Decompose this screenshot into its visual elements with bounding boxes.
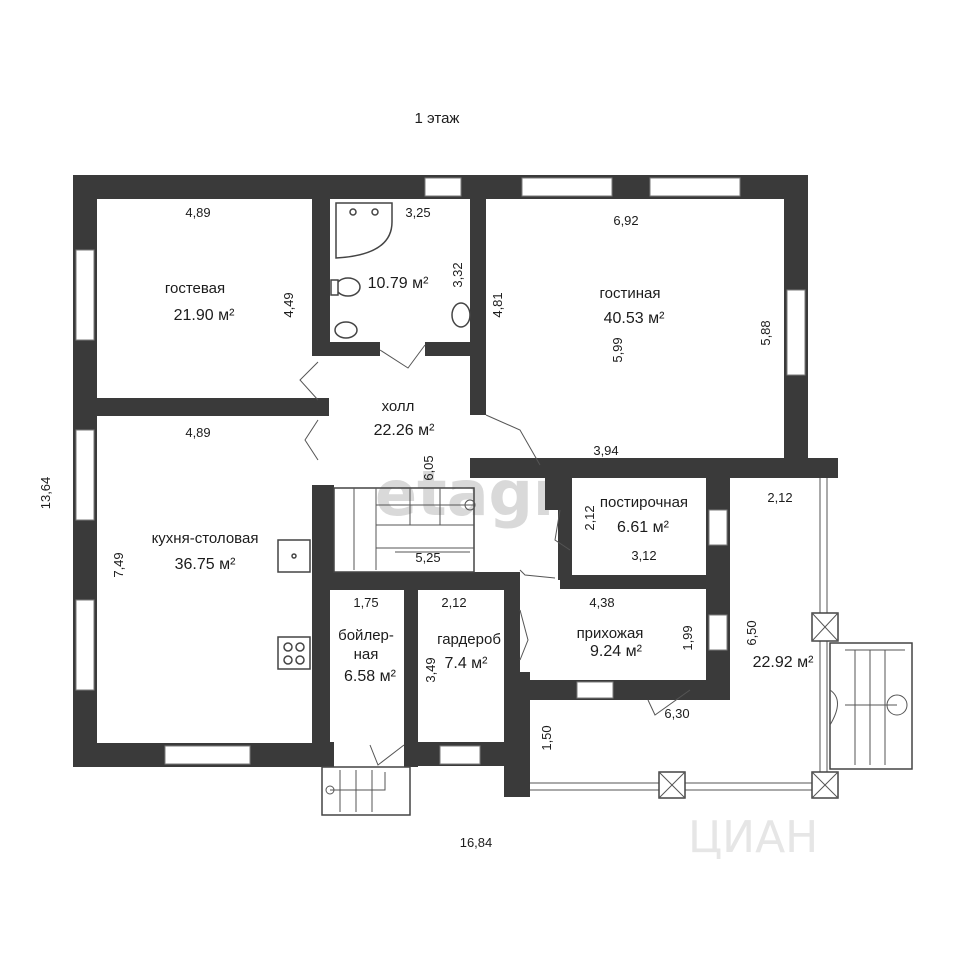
- floor-title: 1 этаж: [415, 110, 460, 127]
- guest-height: 4,49: [281, 292, 296, 317]
- living-bottom-dim: 3,94: [593, 443, 618, 458]
- kitchen-name: кухня-столовая: [152, 530, 259, 547]
- laundry-area: 6.61 м²: [617, 519, 670, 536]
- bath-width: 3,25: [405, 205, 430, 220]
- hall-vertical-dim: 6,05: [421, 455, 436, 480]
- kitchen-height: 7,49: [111, 552, 126, 577]
- overall-width: 16,84: [460, 835, 493, 850]
- laundry-width: 3,12: [631, 548, 656, 563]
- overall-height: 13,64: [38, 477, 53, 510]
- kitchen-area: 36.75 м²: [175, 556, 236, 573]
- hall-area: 22.26 м²: [374, 422, 435, 439]
- living-area: 40.53 м²: [604, 310, 665, 327]
- entry-name: прихожая: [577, 625, 644, 642]
- wardrobe-name: гардероб: [437, 631, 501, 648]
- boiler-area: 6.58 м²: [344, 668, 397, 685]
- laundry-vertical-dim: 2,12: [582, 505, 597, 530]
- guest-name: гостевая: [165, 280, 225, 297]
- boiler-name-2: ная: [354, 646, 379, 663]
- bath-height: 3,32: [450, 262, 465, 287]
- guest-width: 4,89: [185, 205, 210, 220]
- boiler-name-1: бойлер-: [338, 627, 394, 644]
- laundry-name: постирочная: [600, 494, 688, 511]
- hall-horizontal-dim: 5,25: [415, 550, 440, 565]
- guest-area: 21.90 м²: [174, 307, 235, 324]
- terrace-bottom-dim: 6,30: [664, 706, 689, 721]
- wardrobe-height: 3,49: [423, 657, 438, 682]
- entry-width: 4,38: [589, 595, 614, 610]
- kitchen-width: 4,89: [185, 425, 210, 440]
- cian-watermark: ЦИАН: [688, 812, 818, 863]
- wardrobe-area: 7.4 м²: [444, 655, 488, 672]
- windows: [75, 177, 806, 765]
- boiler-width: 1,75: [353, 595, 378, 610]
- doors: [299, 344, 691, 766]
- entry-area: 9.24 м²: [590, 643, 643, 660]
- hall-name: холл: [382, 398, 415, 415]
- terrace-width: 2,12: [767, 490, 792, 505]
- living-height-1: 5,99: [610, 337, 625, 362]
- terrace-area: 22.92 м²: [753, 654, 814, 671]
- terrace-height: 6,50: [744, 620, 759, 645]
- hall-stairs: [333, 487, 476, 573]
- fixtures: [277, 202, 471, 670]
- porch-stairs: [321, 766, 411, 816]
- living-name: гостиная: [600, 285, 661, 302]
- living-width: 6,92: [613, 213, 638, 228]
- bath-area: 10.79 м²: [368, 275, 429, 292]
- terrace-outline: [530, 478, 913, 799]
- terrace-left-dim: 1,50: [539, 725, 554, 750]
- living-height-2: 5,88: [758, 320, 773, 345]
- entry-height: 1,99: [680, 625, 695, 650]
- living-left-dim: 4,81: [490, 292, 505, 317]
- wardrobe-width: 2,12: [441, 595, 466, 610]
